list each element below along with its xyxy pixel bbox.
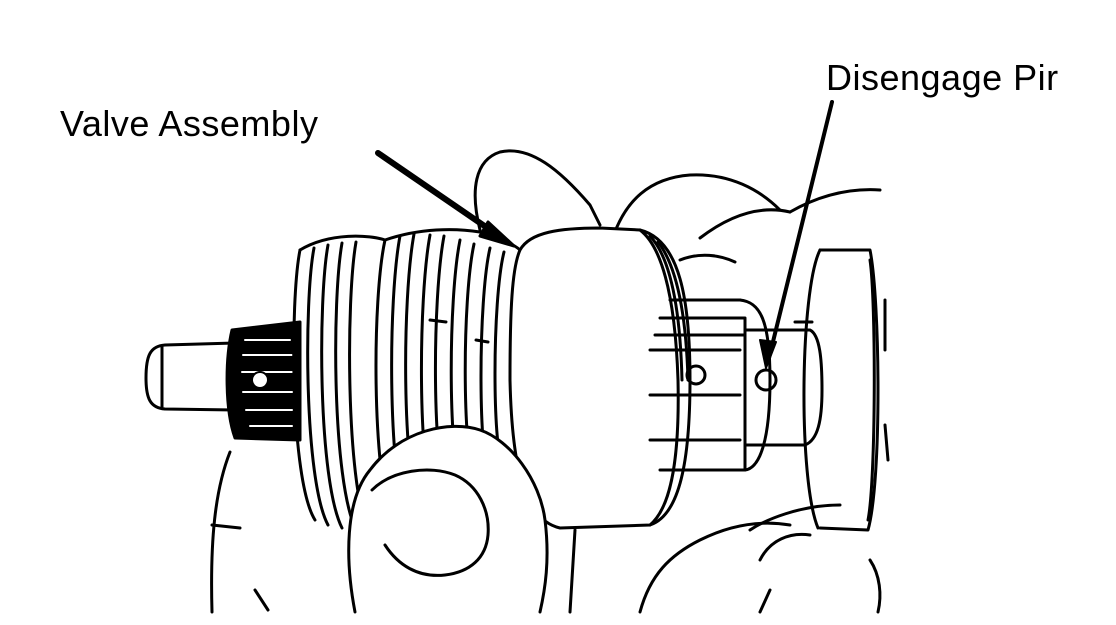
leader-disengage-pin: [759, 100, 834, 369]
thumb: [347, 424, 549, 614]
valve-body: [508, 226, 692, 530]
label-disengage-pin: Disengage Pir: [826, 57, 1059, 98]
fingers-right: [568, 503, 882, 614]
knurled-nut: [225, 320, 302, 442]
leader-valve-assembly: [375, 150, 516, 248]
inner-spool: [648, 253, 772, 472]
label-valve-assembly: Valve Assembly: [60, 103, 319, 144]
pin-collar: [743, 320, 824, 447]
end-plate: [802, 248, 890, 532]
valve-stem: [144, 341, 237, 412]
background-hand: [210, 149, 882, 614]
